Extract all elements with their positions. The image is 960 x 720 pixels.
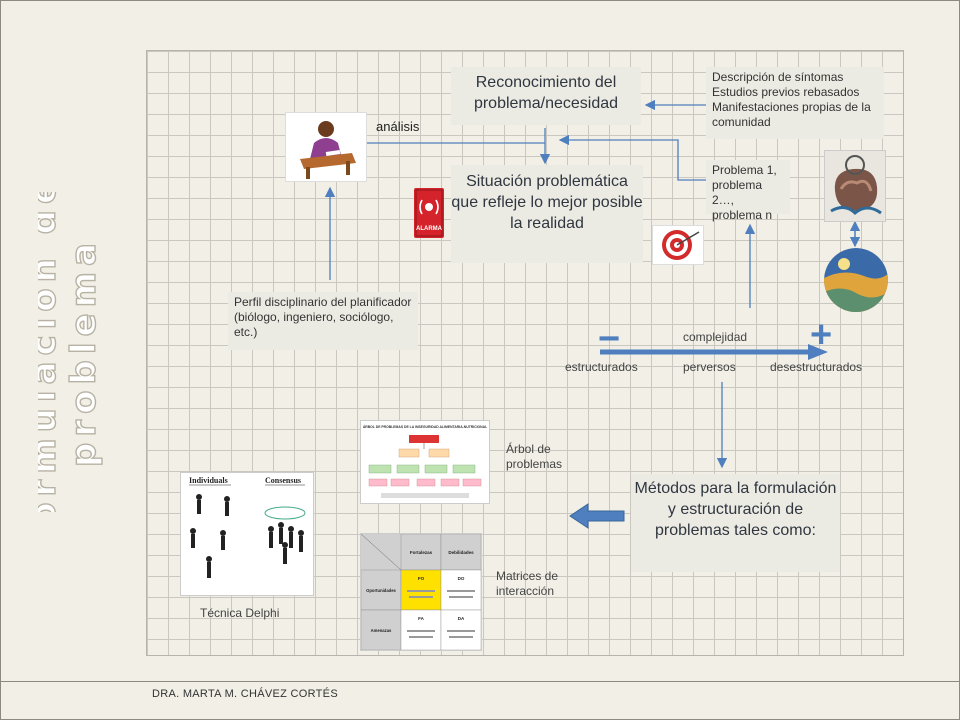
title-line-1: formulación del xyxy=(38,192,64,512)
symptoms-line-2: Estudios previos rebasados xyxy=(712,85,860,99)
matrix-header-1: Fortalezas xyxy=(410,550,433,555)
footer-divider xyxy=(0,681,960,682)
perverse-label: perversos xyxy=(683,360,736,374)
planet-image xyxy=(824,248,888,312)
methods-text: Métodos para la formulación y estructura… xyxy=(634,480,837,539)
alarm-icon: ALARMA xyxy=(414,188,444,238)
symptoms-note: Descripción de síntomas Estudios previos… xyxy=(706,67,884,139)
title-line-2: problema xyxy=(64,237,104,467)
unstructured-label: desestructurados xyxy=(770,360,863,374)
tree-image-title: ÁRBOL DE PROBLEMAS DE LA INSEGURIDAD ALI… xyxy=(363,424,487,429)
matrix-row-2: Amenazas xyxy=(371,628,392,633)
plus-sign: + xyxy=(810,314,833,356)
problems-note: Problema 1, problema 2…, problema n xyxy=(706,160,790,222)
analysis-label: análisis xyxy=(376,119,420,134)
matrix-cell-fo: FO xyxy=(418,576,425,581)
problems-line-1: Problema 1, xyxy=(712,163,777,177)
footer-author: DRA. MARTA M. CHÁVEZ CORTÉS xyxy=(152,688,338,700)
minus-sign: − xyxy=(598,318,621,360)
delphi-consensus-text: Consensus xyxy=(265,476,301,485)
matrices-label: Matrices de interacción xyxy=(496,569,576,599)
delphi-individuals-text: Individuals xyxy=(189,476,228,485)
brain-image xyxy=(824,150,886,222)
methods-box: Métodos para la formulación y estructura… xyxy=(631,474,840,572)
person-desk-image xyxy=(285,112,367,182)
problems-line-3: problema n xyxy=(712,208,773,222)
profile-note: Perfil disciplinario del planificador (b… xyxy=(228,292,418,350)
symptoms-line-3: Manifestaciones propias de la comunidad xyxy=(712,100,871,129)
matrix-header-2: Debilidades xyxy=(448,550,474,555)
matrix-cell-da: DA xyxy=(458,616,465,621)
tree-label: Árbol de problemas xyxy=(506,442,576,472)
delphi-label: Técnica Delphi xyxy=(200,606,280,620)
structured-label: estructurados xyxy=(565,360,638,374)
complexity-label: complejidad xyxy=(683,330,748,344)
tree-label-text: Árbol de problemas xyxy=(506,442,563,471)
recognition-text: Reconocimiento del problema/necesidad xyxy=(473,74,619,112)
problem-tree-image: ÁRBOL DE PROBLEMAS DE LA INSEGURIDAD ALI… xyxy=(360,420,490,504)
matrix-row-1: Oportunidades xyxy=(366,588,396,593)
situation-box: Situación problemática que refleje lo me… xyxy=(451,165,643,263)
matrices-label-text: Matrices de interacción xyxy=(496,569,559,598)
target-icon xyxy=(652,225,704,265)
swot-matrix-image: Fortalezas Debilidades Oportunidades Ame… xyxy=(360,533,482,651)
delphi-image: Individuals Consensus xyxy=(180,472,314,596)
recognition-box: Reconocimiento del problema/necesidad xyxy=(451,67,641,125)
symptoms-line-1: Descripción de síntomas xyxy=(712,70,844,84)
problems-line-2: problema 2…, xyxy=(712,178,763,207)
matrix-cell-fa: FA xyxy=(418,616,425,621)
profile-text: Perfil disciplinario del planificador (b… xyxy=(234,295,412,339)
situation-text: Situación problemática que refleje lo me… xyxy=(451,173,643,232)
slide-title: formulación del problema xyxy=(23,157,128,548)
matrix-cell-do: DO xyxy=(458,576,465,581)
alarm-text: ALARMA xyxy=(416,226,443,232)
